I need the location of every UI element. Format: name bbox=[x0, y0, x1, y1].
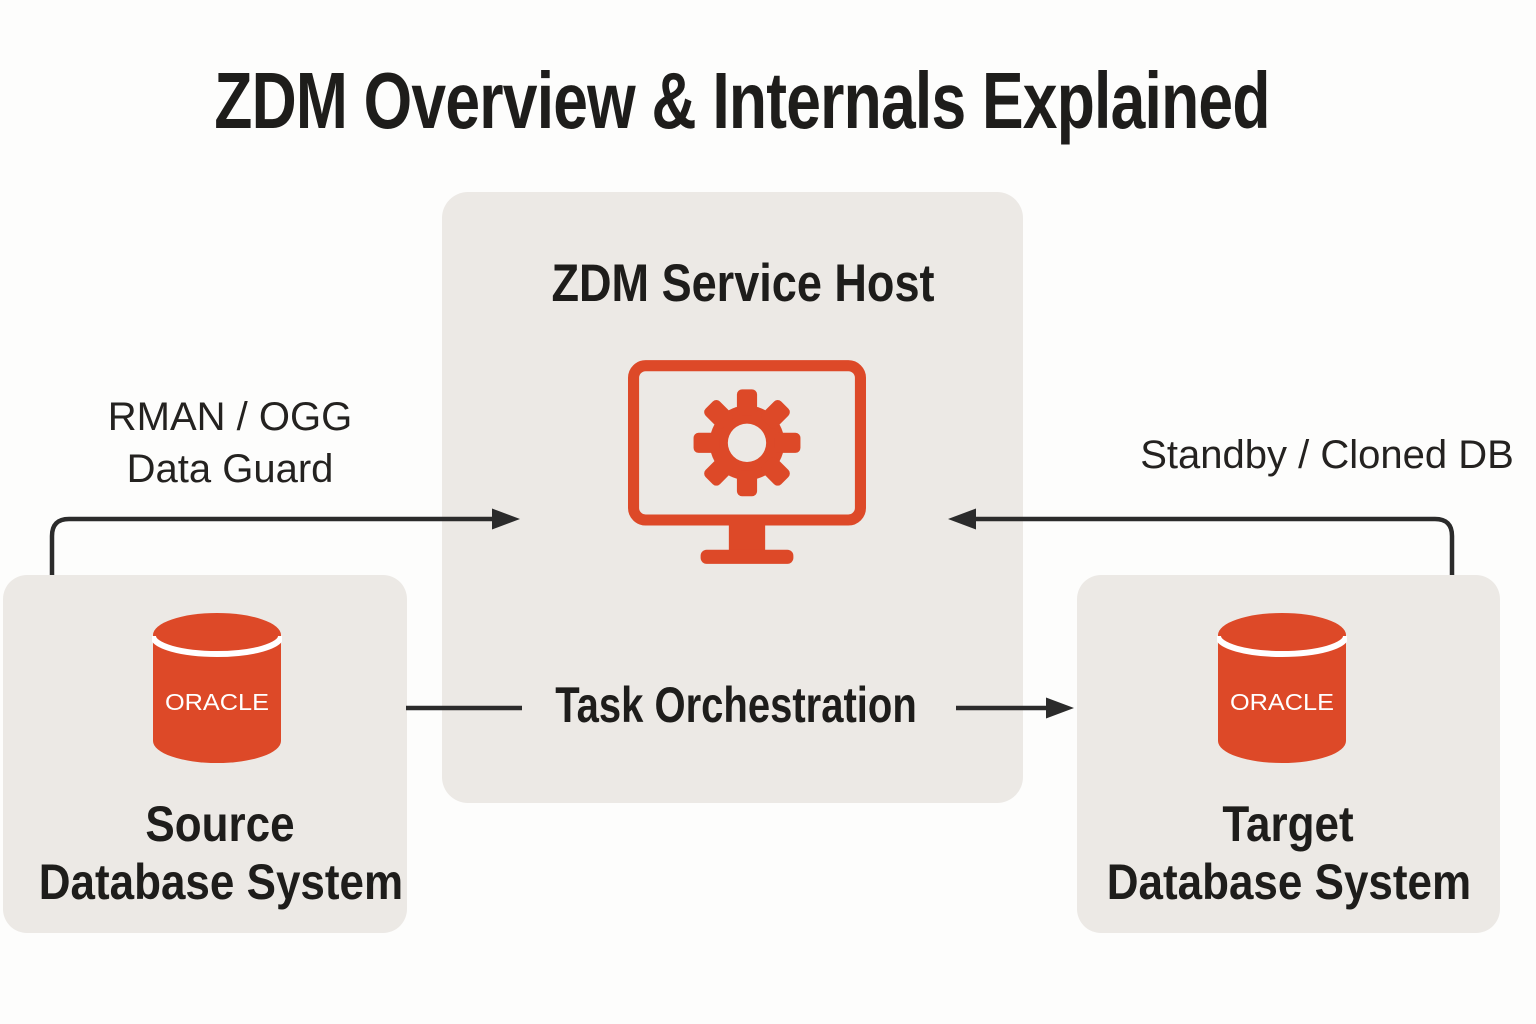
cylinder-lid-stripe bbox=[1217, 635, 1347, 657]
source-database-system-label: Source Database System bbox=[38, 795, 404, 911]
target-label-line1: Target bbox=[1222, 796, 1354, 852]
cylinder-body bbox=[1218, 613, 1346, 763]
page-title: ZDM Overview & Internals Explained bbox=[214, 56, 1270, 145]
oracle-database-cylinder-icon: ORACLE bbox=[1217, 613, 1347, 763]
cylinder-lid-stripe bbox=[152, 635, 282, 657]
source-label-line2: Database System bbox=[38, 854, 404, 910]
arrow-target-to-zdm bbox=[948, 508, 1455, 575]
cylinder-body bbox=[153, 613, 281, 763]
task-orchestration-label: Task Orchestration bbox=[555, 677, 917, 733]
gear-center-hole bbox=[727, 423, 767, 462]
oracle-wordmark: ORACLE bbox=[1230, 689, 1334, 715]
zdm-service-host-box bbox=[442, 192, 1023, 803]
monitor-frame bbox=[628, 360, 866, 526]
rman-ogg-data-guard-label: RMAN / OGG Data Guard bbox=[30, 391, 430, 495]
monitor-gear-icon bbox=[628, 360, 866, 564]
standby-cloned-db-label: Standby / Cloned DB bbox=[1140, 433, 1514, 477]
rman-label-line2: Data Guard bbox=[126, 447, 334, 491]
target-database-system-label: Target Database System bbox=[1106, 795, 1472, 911]
source-label-line1: Source bbox=[145, 796, 295, 852]
zdm-service-host-label: ZDM Service Host bbox=[551, 254, 935, 313]
monitor-stand bbox=[700, 521, 794, 564]
rman-label-line1: RMAN / OGG bbox=[107, 395, 353, 439]
oracle-wordmark: ORACLE bbox=[165, 689, 269, 715]
arrow-task-orchestration bbox=[406, 697, 1074, 719]
gear-icon bbox=[693, 389, 801, 497]
arrow-source-to-zdm bbox=[49, 508, 520, 575]
target-label-line2: Database System bbox=[1106, 854, 1472, 910]
oracle-database-cylinder-icon: ORACLE bbox=[152, 613, 282, 763]
